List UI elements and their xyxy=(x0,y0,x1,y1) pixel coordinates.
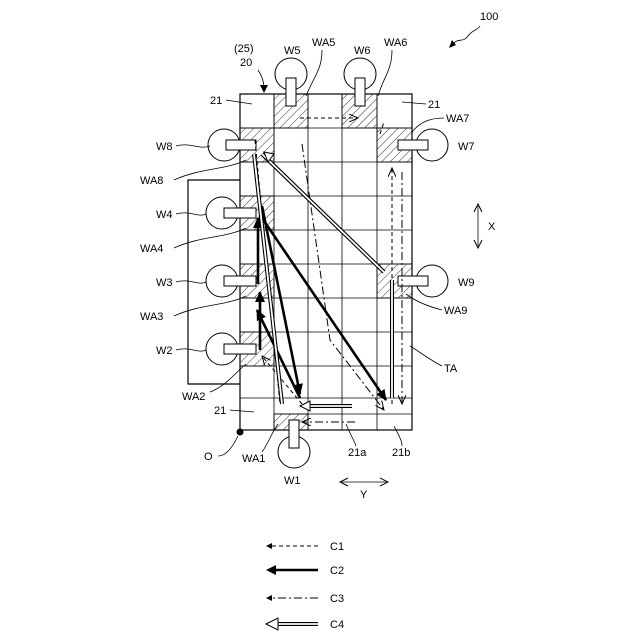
label-21b: 21b xyxy=(392,447,410,459)
axis-x-label: X xyxy=(488,221,496,233)
label-21-top-right: 21 xyxy=(428,99,440,111)
label-w7: W7 xyxy=(458,141,475,153)
legend-c2-label: C2 xyxy=(330,565,344,577)
axis-y-label: Y xyxy=(360,489,368,501)
legend-c3-label: C3 xyxy=(330,593,344,605)
label-ta: TA xyxy=(444,363,458,375)
legend-c3: C3 xyxy=(266,593,344,605)
origin-point xyxy=(237,429,244,436)
legend-c4: C4 xyxy=(266,618,344,631)
origin-leader xyxy=(218,436,238,456)
figure-number-arrowhead xyxy=(449,40,456,48)
axis-x-indicator: X xyxy=(474,204,496,248)
label-w3: W3 xyxy=(156,277,173,289)
label-w9: W9 xyxy=(458,277,475,289)
legend-c4-label: C4 xyxy=(330,619,344,631)
label-wa5: WA5 xyxy=(312,37,335,49)
label-w1: W1 xyxy=(284,475,301,487)
label-wa2: WA2 xyxy=(182,391,205,403)
label-ref-25: (25) xyxy=(234,43,254,55)
label-21-top-left: 21 xyxy=(210,95,222,107)
label-w5: W5 xyxy=(284,45,301,57)
label-21a: 21a xyxy=(348,447,367,459)
legend-c2: C2 xyxy=(266,565,344,577)
label-ref-20: 20 xyxy=(240,57,252,69)
label-w4: W4 xyxy=(156,209,173,221)
figure-number-squiggle xyxy=(452,26,480,46)
legend: C1 C2 C3 C4 xyxy=(266,541,344,631)
legend-c1: C1 xyxy=(266,541,344,553)
label-21-bottom-left: 21 xyxy=(214,405,226,417)
label-wa1: WA1 xyxy=(242,453,265,465)
label-wa8: WA8 xyxy=(140,175,163,187)
label-wa9: WA9 xyxy=(444,305,467,317)
legend-c1-label: C1 xyxy=(330,541,344,553)
label-wa3: WA3 xyxy=(140,311,163,323)
label-wa6: WA6 xyxy=(384,37,407,49)
origin-label: O xyxy=(204,451,213,463)
label-wa7: WA7 xyxy=(446,113,469,125)
label-w8: W8 xyxy=(156,141,173,153)
figure-number: 100 xyxy=(480,11,498,23)
axis-y-indicator: Y xyxy=(340,478,388,501)
label-w6: W6 xyxy=(354,45,371,57)
label-w2: W2 xyxy=(156,345,173,357)
label-wa4: WA4 xyxy=(140,243,163,255)
path-c4 xyxy=(254,152,392,411)
